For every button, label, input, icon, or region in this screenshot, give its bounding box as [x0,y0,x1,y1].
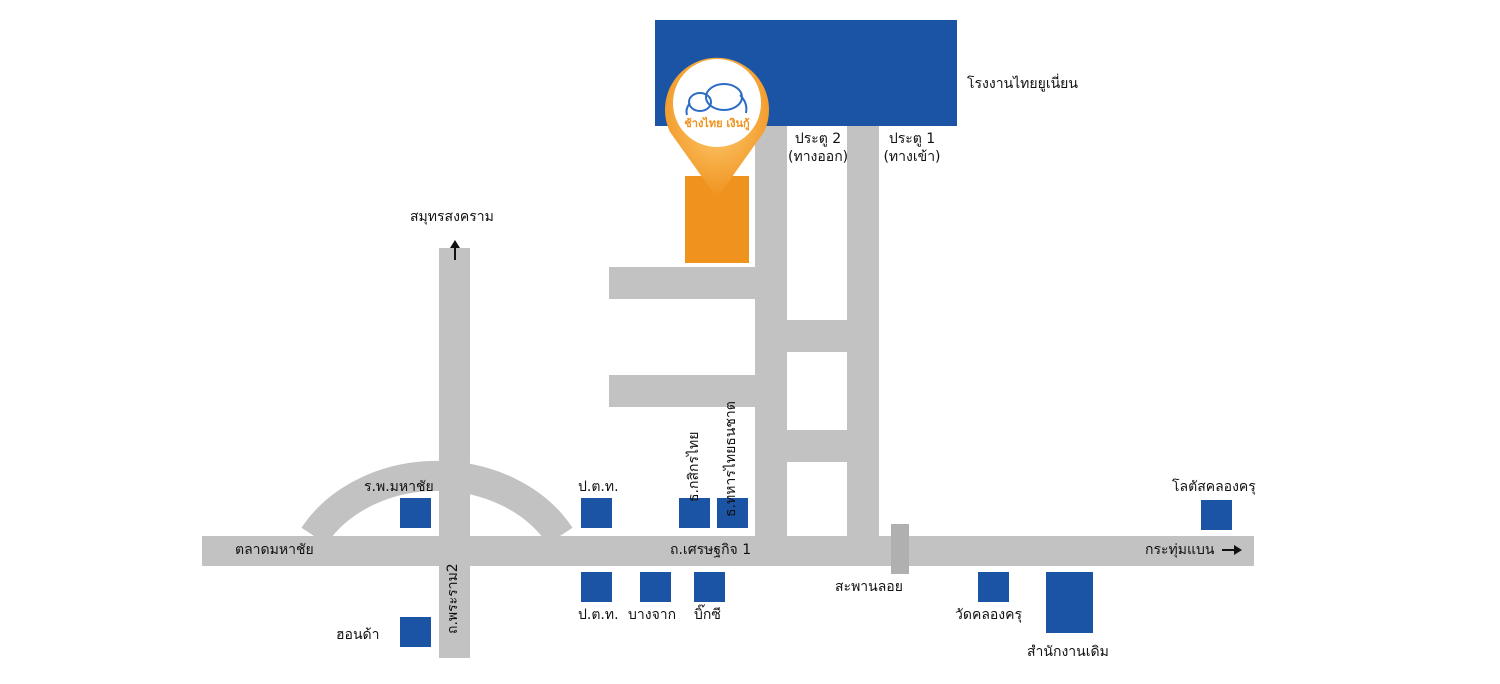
ptt-north-block [581,498,612,528]
wat-label: วัดคลองครุ [955,607,1023,623]
gate2-line1: ประตู 2 [794,131,842,147]
gate1-label: ประตู 1 (ทางเข้า) [882,130,942,166]
connector-road-1 [787,320,847,352]
bangchak-label: บางจาก [628,607,677,623]
east-road-label: กระทุ่มแบน [1145,542,1215,558]
military-bank-label: ธ.ทหารไทยธนชาต [723,401,739,517]
north-road-label: สมุทรสงคราม [410,209,494,225]
kasikorn-block [679,498,710,528]
old-office-block [1046,572,1093,633]
ptt-south-label: ป.ต.ท. [578,607,619,623]
gate2-line2: (ทางออก) [788,149,849,165]
old-office-label: สำนักงานเดิม [1027,644,1109,660]
lotus-label: โลตัสคลองครุ [1172,479,1256,495]
float-bridge-label: สะพานลอย [835,579,903,595]
bigc-block [694,572,725,602]
float-bridge-mark [891,524,909,574]
side-street-1 [609,267,755,299]
honda-label: ฮอนด้า [336,627,380,643]
lotus-block [1201,500,1232,530]
marker-brand-text: ช้างไทย เงินกู้ [684,117,750,130]
honda-block [400,617,431,647]
military-bank-block [717,498,748,528]
hospital-label: ร.พ.มหาชัย [364,479,434,495]
gate1-line2: (ทางเข้า) [883,149,941,165]
west-road-label: ตลาดมหาชัย [235,542,314,558]
gate1-road [847,126,879,536]
gate2-road [755,126,787,536]
ptt-south-block [581,572,612,602]
arch-road [301,460,573,545]
south-road-label: ถ.พระราม2 [445,563,461,634]
main-road-label: ถ.เศรษฐกิจ 1 [670,542,752,558]
gate2-label: ประตู 2 (ทางออก) [788,130,848,166]
kasikorn-label: ธ.กสิกรไทย [686,431,702,503]
bigc-label: บิ๊กซี [694,607,721,623]
factory-label: โรงงานไทยยูเนี่ยน [967,76,1078,92]
connector-road-2 [787,430,847,462]
hospital-block [400,498,431,528]
main-road [202,536,1254,566]
wat-block [978,572,1009,602]
side-street-2 [609,375,755,407]
ptt-north-label: ป.ต.ท. [578,479,619,495]
pin-inner-circle [673,59,761,147]
north-south-road [439,248,470,658]
bangchak-block [640,572,671,602]
elephant-logo-icon [685,83,748,116]
gate1-line1: ประตู 1 [888,131,936,147]
